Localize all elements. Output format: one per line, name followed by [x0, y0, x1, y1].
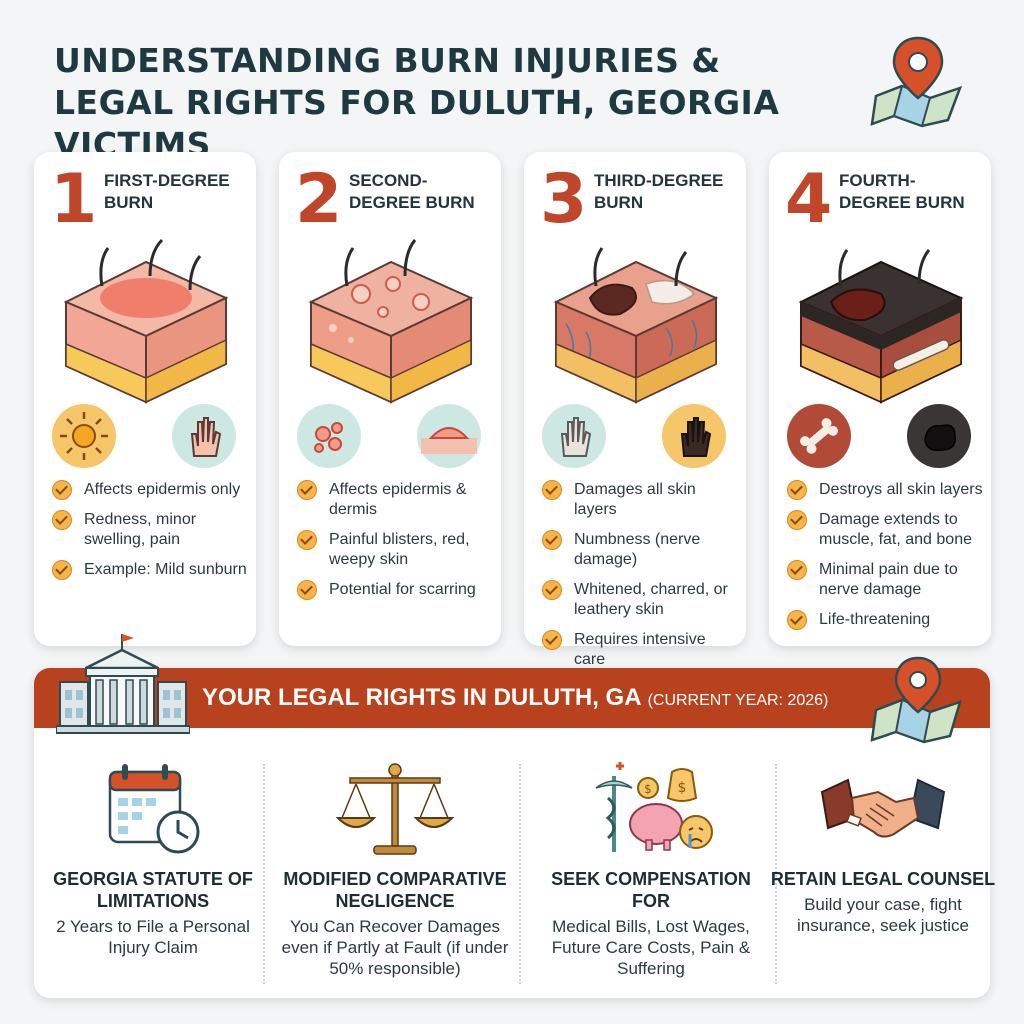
check-icon — [787, 510, 807, 530]
burn-name: FOURTH-DEGREE BURN — [839, 171, 965, 212]
map-pin-icon — [870, 36, 963, 128]
check-icon — [542, 480, 562, 500]
column-divider — [775, 764, 777, 984]
list-item: Affects epidermis only — [52, 480, 248, 500]
banner-title: YOUR LEGAL RIGHTS IN DULUTH, GA — [202, 684, 642, 711]
column-description: 2 Years to File a Personal Injury Claim — [56, 917, 250, 957]
burn-name: SECOND-DEGREE BURN — [349, 171, 475, 212]
column-description: Build your case, fight insurance, seek j… — [797, 895, 969, 935]
burn-name: THIRD-DEGREE BURN — [594, 171, 724, 212]
burn-number: 4 — [785, 160, 833, 239]
bone-icon — [787, 404, 851, 468]
legal-rights-panel: YOUR LEGAL RIGHTS IN DULUTH, GA (CURRENT … — [34, 668, 990, 998]
fourth-degree-skin-illustration — [798, 249, 964, 404]
legal-column-counsel: RETAIN LEGAL COUNSEL Build your case, fi… — [768, 758, 998, 994]
check-icon — [297, 580, 317, 600]
legal-column-compensation: $ $ SEEK COMPENSATION FOR Medical Bills,… — [536, 758, 766, 994]
list-item: Life-threatening — [787, 610, 983, 630]
list-item: Damage extends to muscle, fat, and bone — [787, 510, 983, 550]
burn-card-first-degree: 1 FIRST-DEGREE BURN Affects epidermis on… — [34, 152, 256, 646]
list-item: Requires intensive care — [542, 630, 738, 670]
check-icon — [52, 480, 72, 500]
charred-tissue-icon — [907, 404, 971, 468]
column-title: RETAIN LEGAL COUNSEL — [770, 869, 996, 889]
burn-name: FIRST-DEGREE BURN — [104, 171, 230, 212]
burn-card-third-degree: 3 THIRD-DEGREE BURN Damages all skin lay… — [524, 152, 746, 668]
blisters-icon — [297, 404, 361, 468]
column-title: GEORGIA STATUTE OF LIMITATIONS — [53, 869, 253, 911]
column-divider — [263, 764, 265, 984]
svg-text:$: $ — [678, 780, 687, 796]
title-line-2: LEGAL RIGHTS FOR DULUTH, GEORGIA VICTIMS — [54, 83, 780, 164]
banner-heading: YOUR LEGAL RIGHTS IN DULUTH, GA (CURRENT … — [202, 682, 828, 717]
list-item: Painful blisters, red, weepy skin — [297, 530, 493, 570]
check-icon — [542, 580, 562, 600]
burn-number: 3 — [540, 160, 588, 239]
check-icon — [787, 480, 807, 500]
check-icon — [297, 480, 317, 500]
list-item: Affects epidermis & dermis — [297, 480, 493, 520]
svg-text:$: $ — [644, 782, 652, 796]
list-item: Damages all skin layers — [542, 480, 738, 520]
blister-closeup-icon — [417, 404, 481, 468]
pale-hand-icon — [542, 404, 606, 468]
legal-banner: YOUR LEGAL RIGHTS IN DULUTH, GA (CURRENT … — [34, 668, 990, 728]
list-item: Potential for scarring — [297, 580, 493, 600]
banner-subtitle: (CURRENT YEAR: 2026) — [647, 692, 829, 709]
burn-number: 2 — [295, 160, 343, 239]
column-description: You Can Recover Damages even if Partly a… — [281, 917, 509, 978]
hand-icon — [172, 404, 236, 468]
scales-icon — [335, 763, 455, 855]
calendar-clock-icon — [108, 764, 200, 854]
list-item: Redness, minor swelling, pain — [52, 510, 248, 550]
check-icon — [297, 530, 317, 550]
feature-list: Destroys all skin layers Damage extends … — [787, 480, 983, 640]
check-icon — [542, 530, 562, 550]
burn-number: 1 — [50, 160, 98, 239]
legal-column-negligence: MODIFIED COMPARATIVE NEGLIGENCE You Can … — [280, 758, 510, 994]
charred-hand-icon — [662, 404, 726, 468]
feature-list: Affects epidermis only Redness, minor sw… — [52, 480, 248, 590]
courthouse-icon — [56, 634, 190, 734]
third-degree-skin-illustration — [553, 247, 719, 404]
check-icon — [52, 560, 72, 580]
sun-icon — [52, 404, 116, 468]
column-description: Medical Bills, Lost Wages, Future Care C… — [551, 917, 751, 978]
check-icon — [52, 510, 72, 530]
column-title: MODIFIED COMPARATIVE NEGLIGENCE — [283, 869, 507, 911]
page-title: UNDERSTANDING BURN INJURIES & LEGAL RIGH… — [54, 40, 874, 166]
check-icon — [787, 560, 807, 580]
second-degree-skin-illustration — [308, 239, 474, 404]
map-pin-icon — [870, 656, 962, 744]
feature-list: Affects epidermis & dermis Painful blist… — [297, 480, 493, 610]
burn-card-fourth-degree: 4 FOURTH-DEGREE BURN Destroys all skin l… — [769, 152, 991, 646]
title-line-1: UNDERSTANDING BURN INJURIES & — [54, 41, 721, 80]
check-icon — [542, 630, 562, 650]
first-degree-skin-illustration — [63, 238, 229, 404]
list-item: Example: Mild sunburn — [52, 560, 248, 580]
list-item: Whitened, charred, or leathery skin — [542, 580, 738, 620]
list-item: Destroys all skin layers — [787, 480, 983, 500]
list-item: Minimal pain due to nerve damage — [787, 560, 983, 600]
compensation-icon: $ $ — [595, 762, 713, 852]
check-icon — [787, 610, 807, 630]
column-divider — [519, 764, 521, 984]
burn-card-second-degree: 2 SECOND-DEGREE BURN Affects epidermis &… — [279, 152, 501, 646]
feature-list: Damages all skin layers Numbness (nerve … — [542, 480, 738, 680]
column-title: SEEK COMPENSATION FOR — [551, 869, 751, 911]
legal-column-statute: GEORGIA STATUTE OF LIMITATIONS 2 Years t… — [38, 758, 268, 994]
list-item: Numbness (nerve damage) — [542, 530, 738, 570]
handshake-icon — [820, 778, 946, 838]
